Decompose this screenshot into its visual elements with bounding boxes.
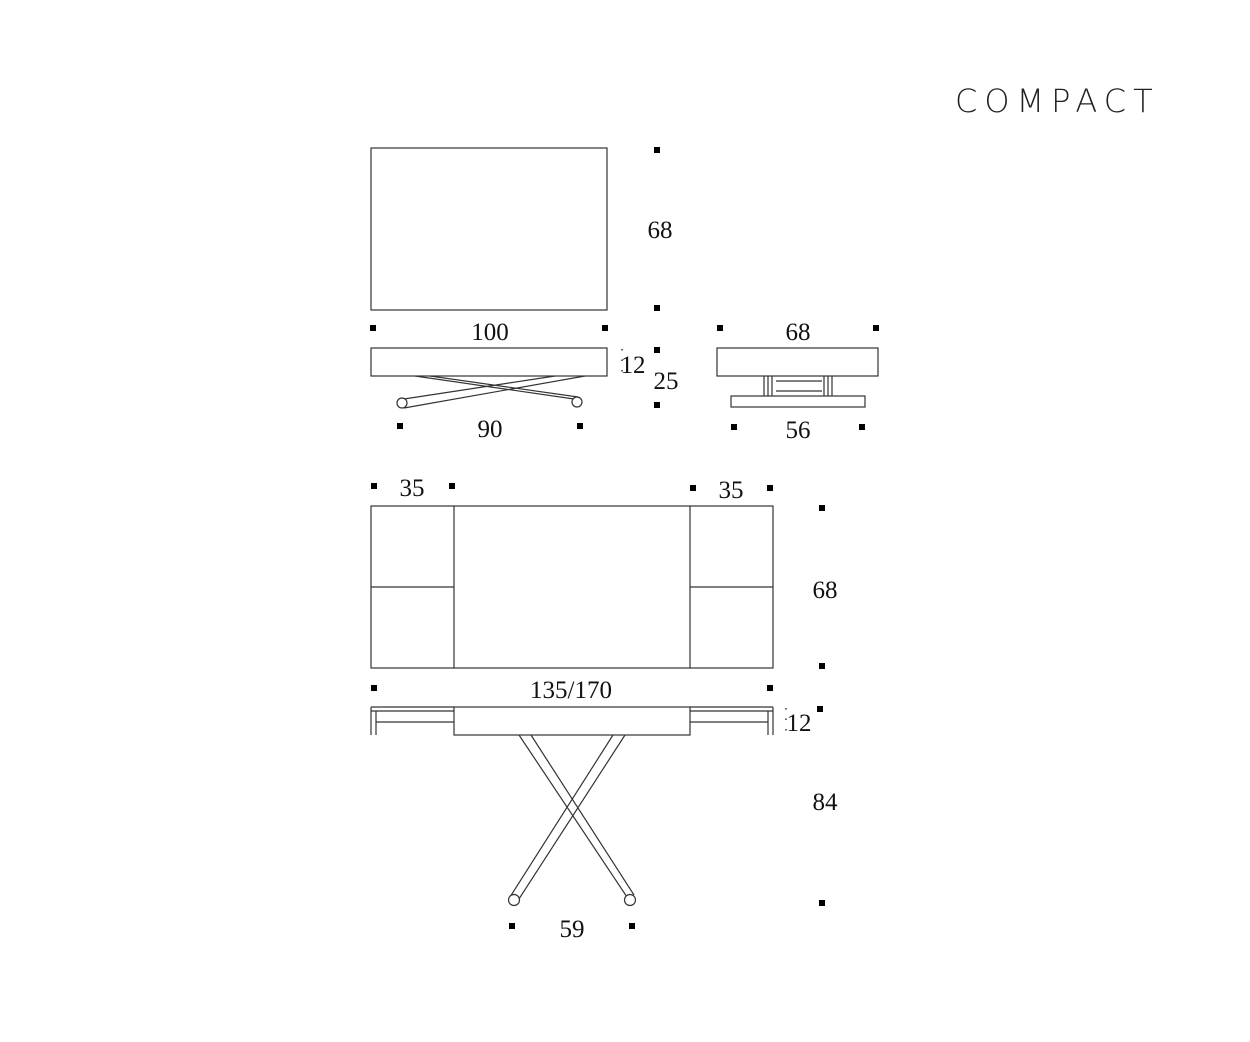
end-base-depth-label: 56 bbox=[786, 417, 811, 444]
left-extension-label: 35 bbox=[400, 475, 425, 502]
compact-side-view: 12 25 90 bbox=[370, 347, 679, 443]
drawing-title: COMPACT bbox=[955, 82, 1160, 120]
compact-base-width-label: 90 bbox=[478, 416, 503, 443]
compact-thickness-label: 12 bbox=[621, 352, 646, 379]
extended-thickness-label: 12 bbox=[787, 710, 812, 737]
compact-width-label: 100 bbox=[471, 319, 509, 346]
extended-base-width-label: 59 bbox=[560, 916, 585, 943]
extended-height-label: 84 bbox=[813, 789, 839, 816]
extended-side-view: 12 84 59 bbox=[370, 706, 839, 943]
extended-width-label: 135/170 bbox=[530, 677, 612, 704]
compact-height-label: 25 bbox=[654, 368, 679, 395]
extended-top-view: 35 35 68 135/170 bbox=[370, 475, 838, 704]
extended-depth-label: 68 bbox=[813, 577, 838, 604]
compact-top-view: 68 100 bbox=[370, 147, 673, 346]
compact-end-view: 68 56 bbox=[716, 319, 879, 444]
right-extension-label: 35 bbox=[719, 477, 744, 504]
compact-depth-label: 68 bbox=[648, 217, 673, 244]
end-depth-label: 68 bbox=[786, 319, 811, 346]
